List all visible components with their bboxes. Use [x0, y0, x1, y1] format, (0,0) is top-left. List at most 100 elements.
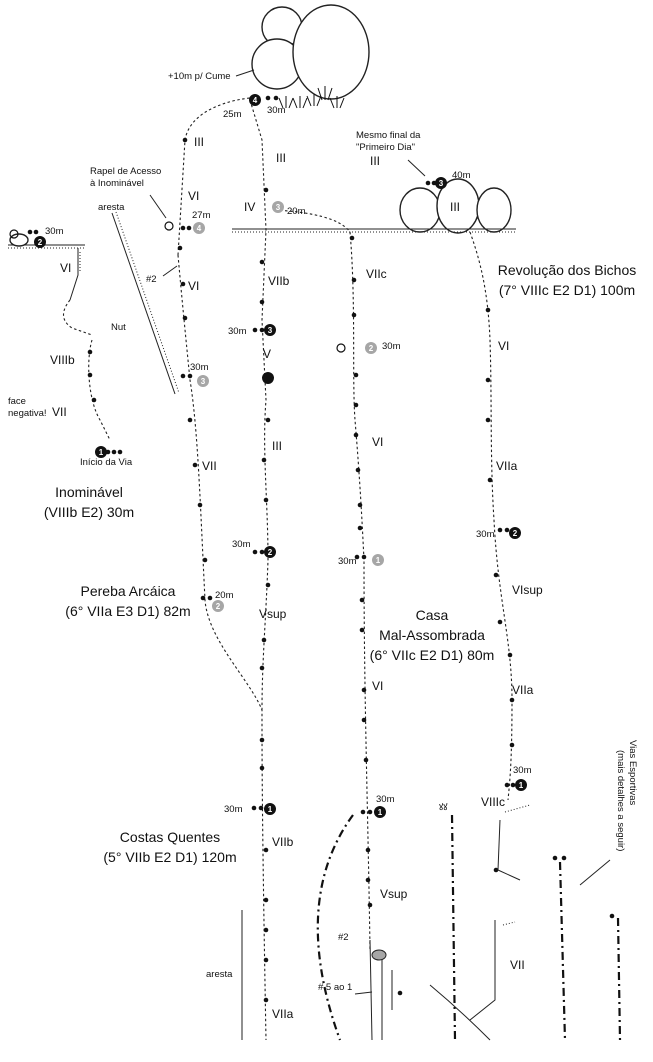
svg-text:30m: 30m: [382, 341, 401, 352]
annotation-sport-routes: Vias Esportivas (mais detalhes a seguir): [579, 740, 638, 886]
route-name-casa: Casa Mal-Assombrada (6° VIIc E2 D1) 80m: [370, 607, 495, 663]
svg-text:VI: VI: [60, 261, 71, 275]
sport-route-lines: [316, 814, 622, 1041]
svg-text:VII: VII: [52, 405, 67, 419]
annotation-aresta-top: aresta: [98, 202, 125, 213]
svg-text:III: III: [450, 200, 460, 214]
route-name-pereba: Pereba Arcáica (6° VIIa E3 D1) 82m: [65, 583, 190, 619]
svg-text:VIIc: VIIc: [366, 267, 387, 281]
svg-text:27m: 27m: [192, 210, 211, 221]
annotation-summit: +10m p/ Cume: [168, 69, 255, 82]
anchor-1-costas: 1: [264, 803, 276, 815]
svg-text:20m: 20m: [287, 206, 306, 217]
svg-text:2: 2: [38, 238, 43, 247]
pitch-lengths: 25m 30m 40m 27m 20m 30m 30m 30m 30m 30m …: [45, 105, 532, 815]
anchor-3-boulder: 3: [435, 177, 447, 189]
svg-text:Vsup: Vsup: [259, 607, 287, 621]
anchor-2-pereba-grey: 2: [212, 600, 224, 612]
svg-text:30m: 30m: [228, 326, 247, 337]
svg-text:1: 1: [378, 808, 383, 817]
svg-text:VI: VI: [188, 189, 199, 203]
annotation-nut: Nut: [111, 322, 126, 333]
anchor-2-inominavel: 2: [34, 236, 46, 248]
svg-text:30m: 30m: [513, 765, 532, 776]
svg-text:40m: 40m: [452, 170, 471, 181]
anchor-1-start: 1: [95, 446, 107, 458]
svg-text:VIIb: VIIb: [268, 274, 290, 288]
annotation-cams: #.5 ao 1: [318, 982, 373, 995]
svg-text:Vsup: Vsup: [380, 887, 408, 901]
svg-text:30m: 30m: [267, 105, 286, 116]
anchor-3-costas: 3: [264, 324, 276, 336]
anchor-4-top: 4: [249, 94, 261, 106]
svg-text:III: III: [276, 151, 286, 165]
svg-text:#.5 ao 1: #.5 ao 1: [318, 982, 352, 993]
svg-text:30m: 30m: [338, 556, 357, 567]
svg-text:1: 1: [519, 781, 524, 790]
svg-text:30m: 30m: [224, 804, 243, 815]
svg-text:(5° VIIb E2 D1) 120m: (5° VIIb E2 D1) 120m: [103, 849, 236, 865]
svg-text:4: 4: [253, 96, 258, 105]
anchor-2-costas: 2: [264, 546, 276, 558]
summit-boulders: [251, 4, 370, 100]
svg-text:30m: 30m: [190, 362, 209, 373]
bolt-dots: [27, 95, 615, 1003]
annotation-aresta-bottom: aresta: [206, 969, 233, 980]
summit-grass-icon: [278, 86, 345, 109]
svg-text:VII: VII: [202, 459, 217, 473]
svg-text:Vias Esportivas: Vias Esportivas: [627, 740, 638, 806]
inominavel-ledge: [8, 233, 85, 301]
svg-text:VIIIc: VIIIc: [481, 795, 505, 809]
route-lines: [62, 97, 513, 1041]
svg-text:IV: IV: [244, 200, 255, 214]
rappel-ring-icon: [9, 221, 346, 353]
svg-text:2: 2: [216, 602, 221, 611]
annotation-piton-top: #2: [146, 265, 178, 285]
route-name-costas: Costas Quentes (5° VIIb E2 D1) 120m: [103, 829, 236, 865]
ledge-boulders: [399, 178, 512, 234]
svg-text:2: 2: [268, 548, 273, 557]
svg-text:"Primeiro Dia": "Primeiro Dia": [356, 142, 415, 153]
svg-text:1: 1: [268, 805, 273, 814]
svg-text:VI: VI: [498, 339, 509, 353]
svg-text:VIIa: VIIa: [272, 1007, 294, 1021]
svg-text:VI: VI: [188, 279, 199, 293]
svg-text:VI: VI: [372, 435, 383, 449]
svg-text:VIIb: VIIb: [272, 835, 294, 849]
svg-text:VIsup: VIsup: [512, 583, 543, 597]
anchor-2-casa-grey: 2: [365, 342, 377, 354]
svg-text:Revolução dos Bichos: Revolução dos Bichos: [498, 262, 637, 278]
big-hold-icon: [262, 372, 274, 384]
svg-text:ꙋꙋ: ꙋꙋ: [439, 802, 448, 812]
svg-text:20m: 20m: [215, 590, 234, 601]
svg-text:face: face: [8, 396, 26, 407]
grey-boulder-icon: [371, 949, 387, 961]
svg-text:2: 2: [369, 344, 374, 353]
svg-text:III: III: [194, 135, 204, 149]
svg-text:3: 3: [276, 203, 281, 212]
svg-text:+10m p/ Cume: +10m p/ Cume: [168, 71, 231, 82]
route-name-revolucao: Revolução dos Bichos (7° VIIIc E2 D1) 10…: [498, 262, 637, 298]
svg-text:Casa: Casa: [416, 607, 449, 623]
anchor-1-casa-grey: 1: [372, 554, 384, 566]
svg-text:30m: 30m: [476, 529, 495, 540]
svg-text:(7° VIIIc E2 D1) 100m: (7° VIIIc E2 D1) 100m: [499, 282, 635, 298]
aresta-top-icon: [111, 211, 180, 395]
svg-text:negativa!: negativa!: [8, 408, 47, 419]
svg-text:Mal-Assombrada: Mal-Assombrada: [379, 627, 485, 643]
svg-text:Costas Quentes: Costas Quentes: [120, 829, 220, 845]
anchor-3-grey-30: 3: [197, 375, 209, 387]
svg-text:VI: VI: [372, 679, 383, 693]
svg-text:30m: 30m: [232, 539, 251, 550]
svg-text:30m: 30m: [376, 794, 395, 805]
svg-text:2: 2: [513, 529, 518, 538]
corner-feature: [369, 804, 531, 1041]
anchor-1-casa: 1: [374, 806, 386, 818]
annotation-same-end: Mesmo final da "Primeiro Dia": [356, 130, 426, 177]
route-name-inominavel: Inominável (VIIIb E2) 30m: [44, 484, 134, 520]
anchor-4-grey: 4: [193, 222, 205, 234]
anchor-1-revolucao: 1: [515, 779, 527, 791]
svg-text:VIIIb: VIIIb: [50, 353, 75, 367]
svg-text:3: 3: [439, 179, 444, 188]
